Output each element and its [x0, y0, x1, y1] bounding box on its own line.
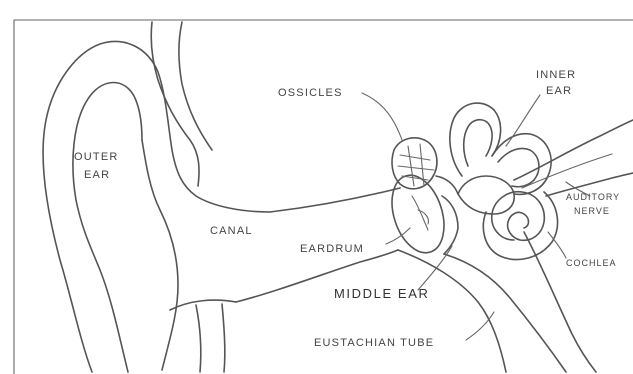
ossicles-hatching — [398, 144, 434, 186]
eustachian-tube-lower — [398, 250, 506, 372]
auditory-nerve-upper — [514, 120, 633, 180]
ossicles-pointer — [362, 93, 402, 140]
label-canal: CANAL — [210, 225, 253, 237]
neck-line-2 — [222, 304, 225, 372]
eardrum-detail-2 — [418, 210, 428, 224]
canal-upper-wall — [270, 188, 400, 212]
semicircular-canal-2 — [492, 134, 551, 195]
neck-line-1 — [196, 305, 201, 372]
label-ossicles: OSSICLES — [278, 87, 343, 99]
label-outer-ear-line2: EAR — [84, 169, 110, 181]
eardrum-detail — [412, 196, 428, 230]
inner-ear-pointer — [506, 95, 540, 146]
tube-wall-line — [524, 232, 596, 372]
concha-line — [170, 300, 236, 310]
eustachian-tube-pointer — [466, 312, 494, 340]
label-outer-ear-line1: OUTER — [74, 151, 119, 163]
eustachian-tube-upper — [444, 254, 566, 372]
cochlea-spiral — [492, 192, 545, 241]
eardrum-membrane — [383, 169, 453, 260]
cochlea-pointer — [548, 232, 566, 258]
antihelix-line — [142, 140, 178, 370]
label-cochlea: COCHLEA — [566, 258, 617, 268]
label-auditory-nerve-line2: NERVE — [574, 206, 610, 216]
semicircular-canal-1 — [450, 103, 501, 176]
label-auditory-nerve-line1: AUDITORY — [566, 192, 620, 202]
label-middle-ear: MIDDLE EAR — [334, 286, 429, 301]
label-inner-ear-line2: EAR — [546, 85, 572, 97]
label-inner-ear-line1: INNER — [536, 69, 576, 81]
semicircular-canal-1-inner — [464, 120, 492, 166]
cochlea-outer — [483, 192, 557, 260]
stapes-link — [436, 176, 458, 194]
label-eustachian-tube: EUSTACHIAN TUBE — [314, 337, 434, 349]
label-eardrum: EARDRUM — [300, 243, 364, 255]
helix-inner-line — [73, 83, 142, 373]
